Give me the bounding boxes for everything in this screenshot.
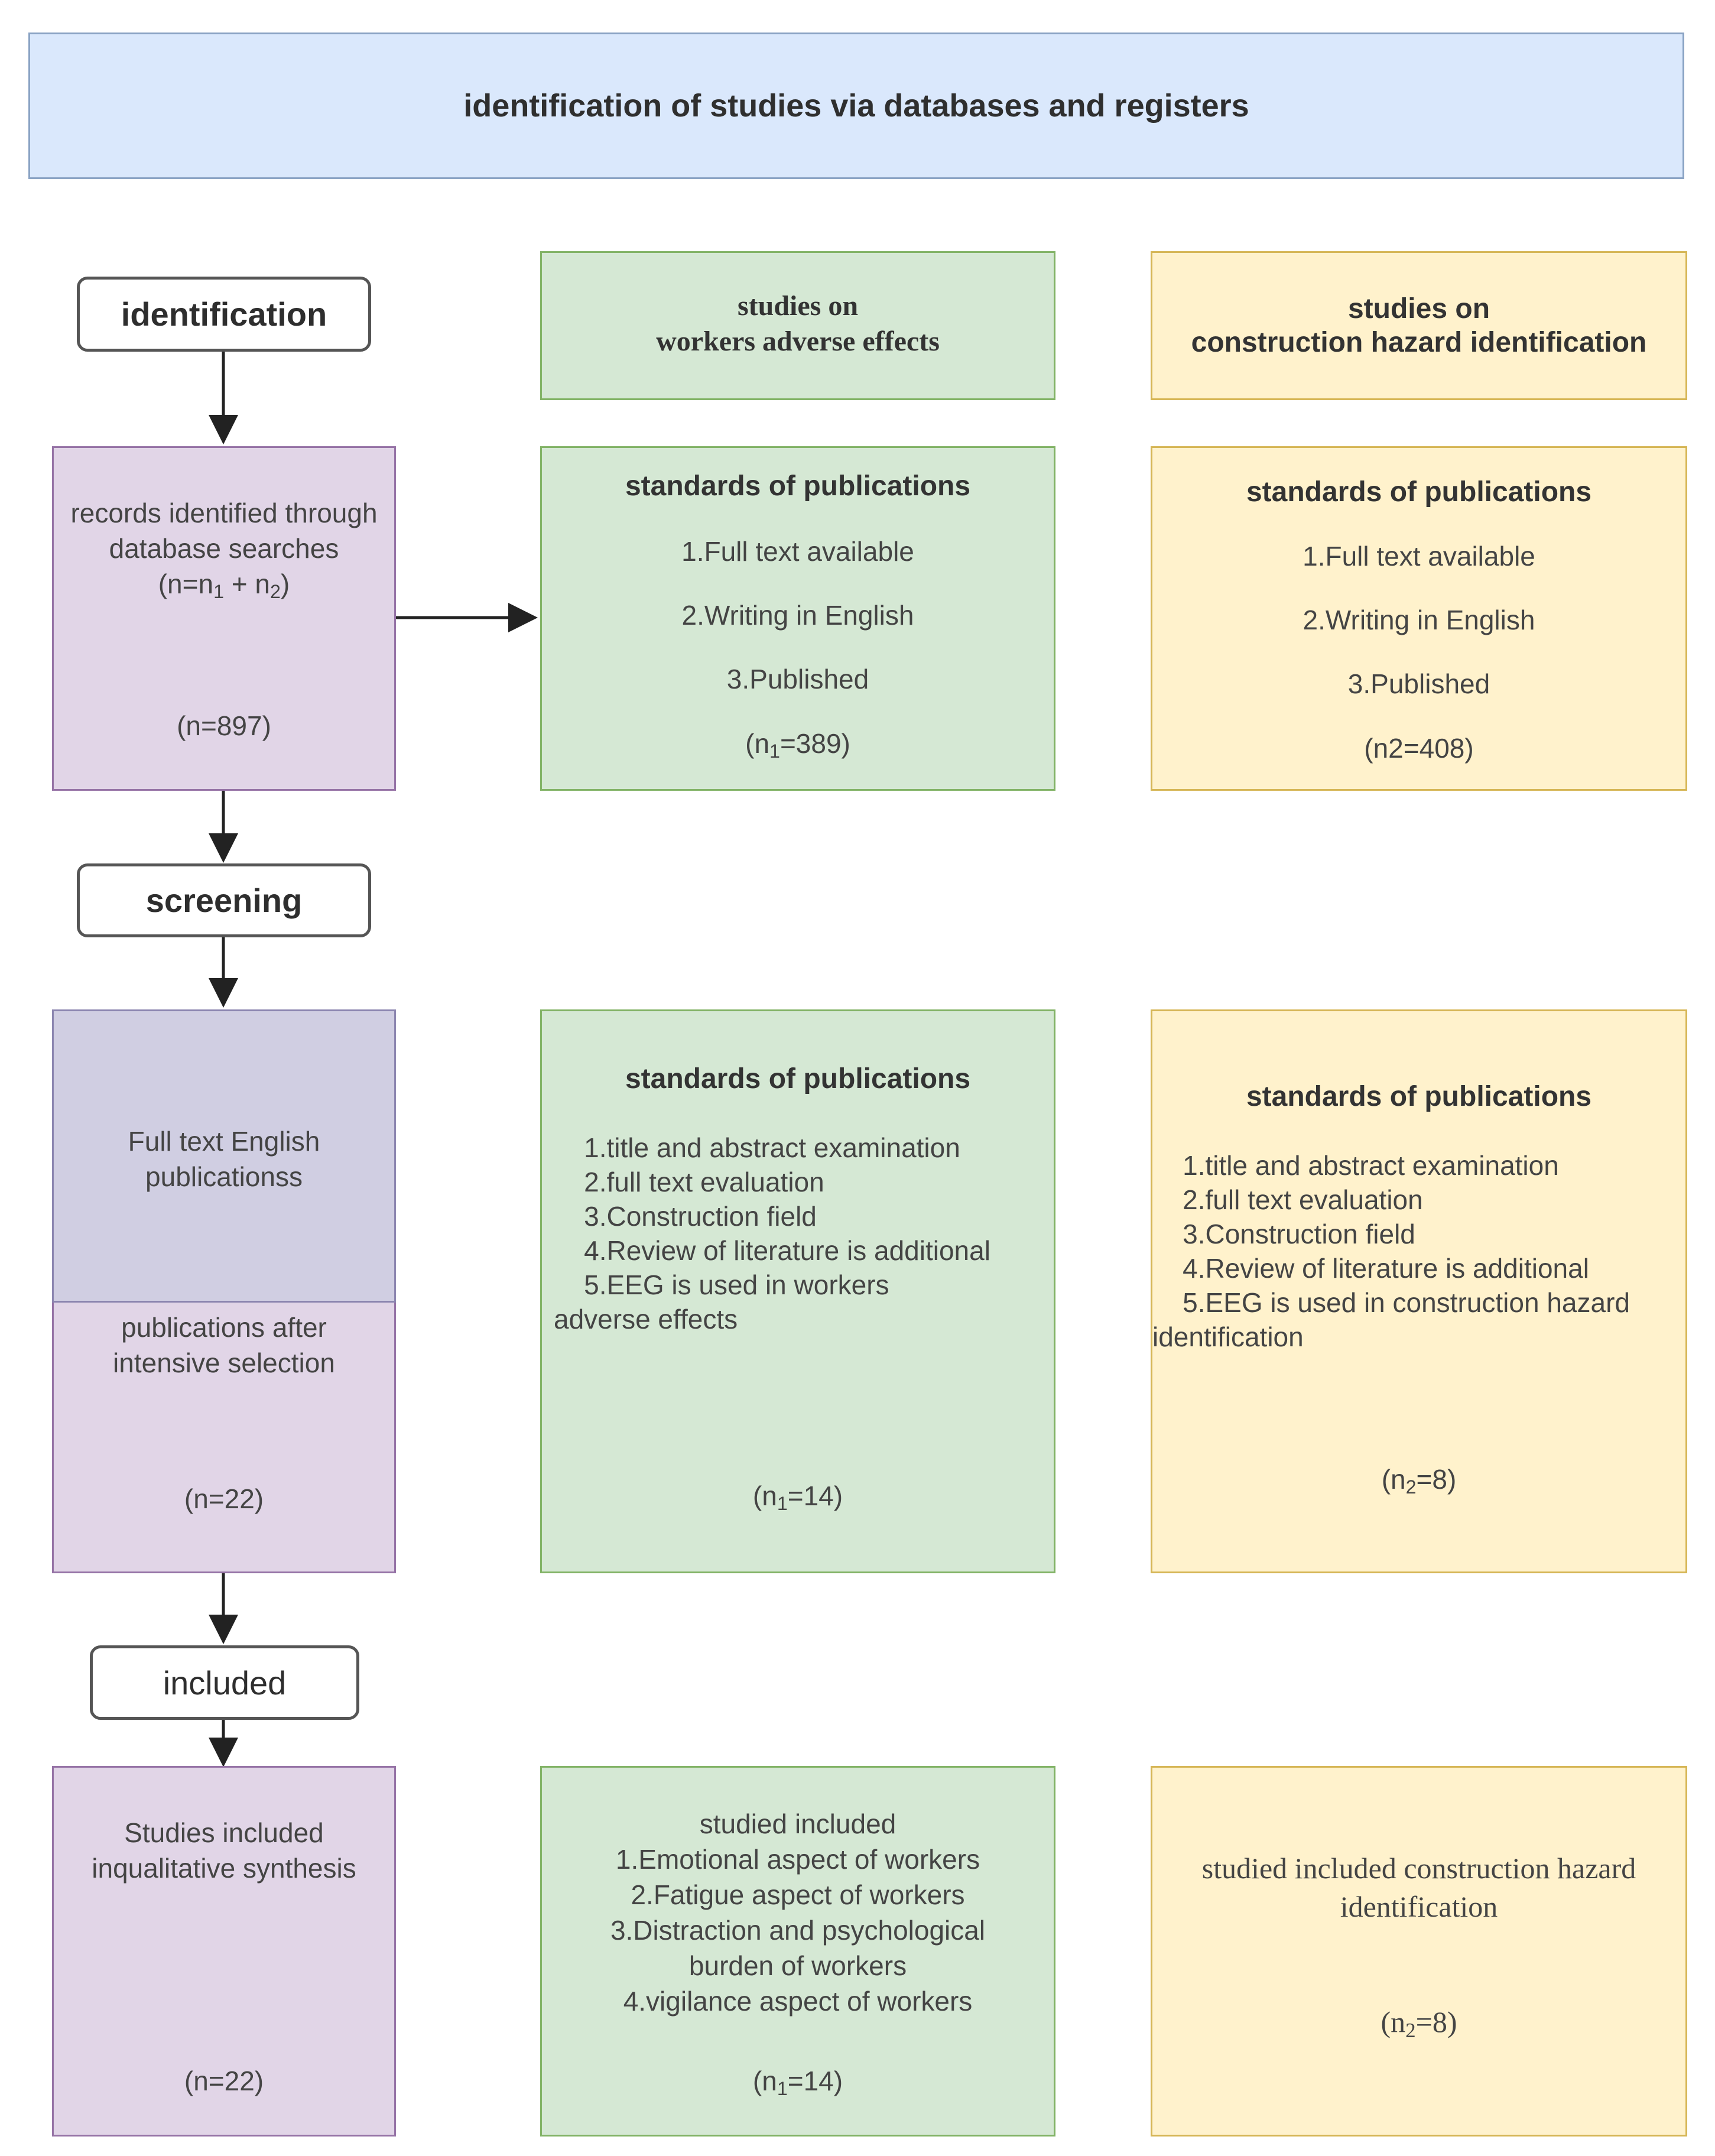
yellow-standards1-item2: 2.Writing in English <box>1303 605 1535 635</box>
yellow-standards1-item1: 1.Full text available <box>1303 541 1535 572</box>
yellow-included-line1: studied included construction hazard <box>1201 1852 1636 1885</box>
stage-identification-label: identification <box>121 296 327 333</box>
records-identified-box: records identified through database sear… <box>52 446 396 791</box>
green-standards1-item2: 2.Writing in English <box>681 600 914 631</box>
records-line1: records identified through <box>70 498 378 528</box>
after-line2: intensive selection <box>113 1348 335 1378</box>
yellow-standards2-count: (n2=8) <box>1381 1464 1457 1498</box>
yellow-standards2-line3: 3.Construction field <box>1152 1219 1415 1249</box>
records-line2: database searches <box>109 533 339 564</box>
green-header-line1: studies on <box>737 290 859 322</box>
yellow-standards1-title: standards of publications <box>1246 476 1592 508</box>
green-included-count: (n1=14) <box>752 2066 843 2100</box>
yellow-header-line1: studies on <box>1347 293 1490 324</box>
green-included-line4: 3.Distraction and psychological <box>610 1915 986 1946</box>
page-banner: identification of studies via databases … <box>28 33 1684 179</box>
stage-included-label: included <box>163 1664 287 1702</box>
records-count: (n=897) <box>177 710 271 741</box>
yellow-standards1-item3: 3.Published <box>1347 668 1490 699</box>
synthesis-line2: inqualitative synthesis <box>92 1853 356 1884</box>
synthesis-count: (n=22) <box>184 2066 264 2096</box>
green-included-line1: studied included <box>699 1808 897 1839</box>
green-standards1-count: (n1=389) <box>745 728 850 762</box>
yellow-standards2-line5: 5.EEG is used in construction hazard <box>1152 1287 1630 1318</box>
fulltext-line1: Full text English <box>128 1126 320 1157</box>
yellow-standards2-line1: 1.title and abstract examination <box>1152 1150 1559 1181</box>
yellow-standards2-box: standards of publications 1.title and ab… <box>1151 1009 1687 1573</box>
yellow-standards1-box: standards of publications 1.Full text av… <box>1151 446 1687 791</box>
green-included-box: studied included 1.Emotional aspect of w… <box>540 1766 1055 2136</box>
yellow-standards2-line6: identification <box>1152 1321 1304 1352</box>
green-header-box: studies on workers adverse effects <box>540 251 1055 400</box>
green-standards2-box: standards of publications 1.title and ab… <box>540 1009 1055 1573</box>
after-count: (n=22) <box>184 1483 264 1514</box>
yellow-included-line2: identification <box>1340 1890 1498 1923</box>
yellow-included-box: studied included construction hazard ide… <box>1151 1766 1687 2136</box>
banner-title: identification of studies via databases … <box>463 88 1249 124</box>
green-included-line5: burden of workers <box>688 1950 907 1981</box>
synthesis-box: Studies included inqualitative synthesis… <box>52 1766 396 2136</box>
fulltext-box: Full text English publicationss <box>52 1009 396 1303</box>
stage-screening: screening <box>77 863 371 937</box>
yellow-standards2-line2: 2.full text evaluation <box>1152 1184 1423 1215</box>
green-standards2-line1: 1.title and abstract examination <box>554 1132 960 1163</box>
records-formula: (n=n1 + n2) <box>158 569 290 603</box>
green-header-line2: workers adverse effects <box>656 326 940 357</box>
yellow-header-line2: construction hazard identification <box>1191 327 1647 358</box>
green-standards2-line5: 5.EEG is used in workers <box>554 1269 889 1300</box>
green-standards1-item3: 3.Published <box>726 664 869 694</box>
green-standards2-line3: 3.Construction field <box>554 1201 817 1232</box>
yellow-standards2-line4: 4.Review of literature is additional <box>1152 1253 1589 1284</box>
green-standards2-line6: adverse effects <box>554 1304 738 1334</box>
yellow-standards1-count: (n2=408) <box>1364 733 1474 764</box>
synthesis-line1: Studies included <box>124 1817 324 1848</box>
green-standards1-title: standards of publications <box>625 470 971 502</box>
stage-included: included <box>90 1645 359 1720</box>
stage-screening-label: screening <box>145 882 303 919</box>
yellow-standards2-title: standards of publications <box>1246 1081 1592 1112</box>
after-line1: publications after <box>121 1312 327 1343</box>
yellow-header-box: studies on construction hazard identific… <box>1151 251 1687 400</box>
selection-box: Full text English publicationss publicat… <box>52 1009 396 1573</box>
green-standards2-count: (n1=14) <box>752 1480 843 1515</box>
green-standards1-box: standards of publications 1.Full text av… <box>540 446 1055 791</box>
green-standards2-line4: 4.Review of literature is additional <box>554 1235 990 1266</box>
green-standards2-title: standards of publications <box>625 1063 971 1095</box>
green-included-line2: 1.Emotional aspect of workers <box>615 1844 980 1875</box>
green-standards2-line2: 2.full text evaluation <box>554 1167 824 1197</box>
fulltext-line2: publicationss <box>145 1161 303 1192</box>
green-included-line6: 4.vigilance aspect of workers <box>623 1986 973 2017</box>
green-standards1-item1: 1.Full text available <box>681 536 914 567</box>
yellow-included-count: (n2=8) <box>1381 2005 1457 2042</box>
stage-identification: identification <box>77 277 371 352</box>
green-included-line3: 2.Fatigue aspect of workers <box>631 1879 965 1910</box>
